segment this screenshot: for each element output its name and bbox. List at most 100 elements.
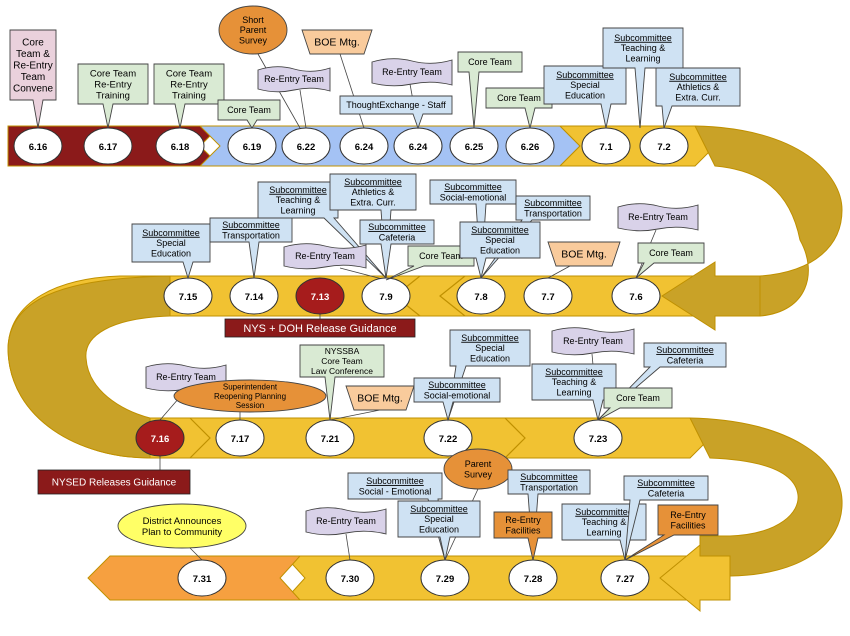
core-reentry-team-convene-callout-text: Core	[22, 38, 44, 49]
subcommittee-athletics-72-callout-text: Athletics &	[677, 82, 720, 92]
boe-mtg-2-text: BOE Mtg.	[561, 249, 607, 261]
subcommittee-athletics-72-callout	[655, 67, 741, 129]
subcommittee-cafeteria-727-callout-text: Subcommittee	[637, 478, 695, 488]
core-reentry-training-callout-2-text: Re-Entry	[170, 79, 208, 90]
subcommittee-social-729-callout-text: Subcommittee	[366, 476, 424, 486]
band-row2-head	[661, 261, 761, 331]
date-node	[295, 277, 345, 315]
nyssba-callout-text: Law Conference	[311, 366, 373, 376]
subcommittee-sped-729-callout	[397, 500, 481, 561]
date-node-label: 7.31	[193, 574, 212, 585]
reentry-723-flag-text: Re-Entry Team	[563, 336, 623, 346]
nys-doh-guidance-label-text: NYS + DOH Release Guidance	[243, 323, 396, 335]
subcommittee-sped-71-callout	[543, 65, 627, 129]
core-team-723-callout-text: Core Team	[616, 393, 660, 403]
reentry-624-flag-text: Re-Entry Team	[382, 67, 442, 77]
superintendent-session-oval	[173, 379, 327, 413]
leader-boe-2	[547, 265, 571, 279]
date-node-label: 7.8	[474, 292, 487, 303]
subcommittee-trans-714-callout	[209, 217, 293, 279]
subcommittee-teaching-723-callout	[531, 363, 617, 421]
date-node-label: 7.27	[616, 574, 635, 585]
subcommittee-teaching-723-callout-text: Teaching &	[552, 377, 597, 387]
date-node-label: 7.21	[321, 434, 340, 445]
subcommittee-sped-722-callout-text: Subcommittee	[461, 333, 519, 343]
subcommittee-teaching-727-callout-text: Teaching &	[582, 517, 627, 527]
core-team-79-callout-text: Core Team	[419, 251, 463, 261]
core-team-625a-callout-text: Core Team	[468, 57, 512, 67]
date-node-label: 6.19	[243, 142, 262, 153]
reentry-730-flag	[305, 507, 387, 536]
core-team-619-callout-text: Core Team	[227, 105, 271, 115]
core-reentry-training-callout-1-text: Training	[96, 90, 130, 101]
subcommittee-sped-729-callout-text: Special	[424, 514, 454, 524]
date-node-label: 7.17	[231, 434, 250, 445]
leader-boe-1	[339, 53, 365, 129]
date-node	[135, 419, 185, 457]
subcommittee-sped-78-callout	[459, 221, 541, 279]
leader-boe-3	[329, 409, 381, 421]
date-node	[281, 127, 331, 165]
subcommittee-sped-715-callout-text: Subcommittee	[142, 228, 200, 238]
superintendent-session-oval-text: Session	[236, 401, 264, 410]
subcommittee-teaching-723-callout-text: Learning	[556, 388, 591, 398]
core-reentry-training-callout-2	[153, 63, 225, 129]
subcommittee-athletics-79-callout-text: Extra. Curr.	[350, 198, 396, 208]
thoughtexchange-callout	[339, 95, 453, 130]
subcommittee-trans-78-callout-text: Transportation	[524, 208, 582, 218]
superintendent-session-oval-text: Superintendent	[223, 383, 278, 392]
band-row4-head	[659, 543, 731, 613]
subcommittee-athletics-79-callout-text: Athletics &	[352, 187, 395, 197]
reentry-76-flag	[617, 203, 699, 232]
subcommittee-social-722-callout-text: Social-emotional	[424, 390, 491, 400]
subcommittee-cafeteria-723-callout-text: Cafeteria	[667, 355, 704, 365]
reentry-79-flag-text: Re-Entry Team	[295, 251, 355, 261]
subcommittee-teaching-72-callout-text: Teaching &	[621, 43, 666, 53]
subcommittee-teaching-723-callout-text: Subcommittee	[545, 367, 603, 377]
subcommittee-sped-722-callout-text: Special	[475, 343, 505, 353]
subcommittee-trans-714-callout-text: Transportation	[222, 230, 280, 240]
boe-mtg-1	[301, 29, 373, 55]
date-node-label: 7.22	[439, 434, 458, 445]
core-reentry-training-callout-1-text: Re-Entry	[94, 79, 132, 90]
reentry-622-flag	[257, 66, 331, 93]
date-node-label: 7.13	[311, 292, 330, 303]
subcommittee-cafeteria-727-callout	[623, 475, 709, 561]
subcommittee-teaching-79-callout-text: Subcommittee	[269, 185, 327, 195]
core-team-619-callout	[217, 99, 281, 129]
core-reentry-training-callout-2-text: Training	[172, 90, 206, 101]
date-node	[325, 559, 375, 597]
reentry-facilities-728-callout-text: Facilities	[505, 525, 541, 535]
leader-reentry-730	[345, 533, 351, 561]
superintendent-session-oval-text: Reopening Planning	[214, 392, 286, 401]
date-node-label: 7.28	[524, 574, 543, 585]
subcommittee-trans-714-callout-text: Subcommittee	[222, 220, 280, 230]
boe-mtg-3	[345, 385, 415, 411]
reentry-facilities-727-callout-text: Re-Entry	[670, 510, 706, 520]
date-node-label: 7.15	[179, 292, 198, 303]
subcommittee-sped-78-callout-text: Special	[485, 235, 515, 245]
date-node	[339, 127, 389, 165]
nysed-guidance-label-text: NYSED Releases Guidance	[52, 478, 177, 489]
subcommittee-social-729-callout-text: Social - Emotional	[359, 486, 432, 496]
nys-doh-guidance-label	[224, 318, 416, 338]
nyssba-callout-text: NYSSBA	[325, 346, 360, 356]
date-node-label: 6.24	[409, 142, 428, 153]
subcommittee-sped-722-callout-text: Education	[470, 354, 510, 364]
date-node-label: 7.1	[599, 142, 613, 153]
date-node-label: 7.14	[245, 292, 264, 303]
chevron-row2-b	[439, 275, 466, 317]
subcommittee-athletics-72-callout-text: Subcommittee	[669, 72, 727, 82]
reentry-622-flag-text: Re-Entry Team	[264, 74, 324, 84]
short-parent-survey-oval-text: Survey	[239, 36, 268, 46]
nyssba-callout-text: Core Team	[321, 356, 362, 366]
short-parent-survey-oval-text: Short	[242, 15, 264, 25]
reentry-624-flag	[371, 58, 453, 87]
reentry-716-flag-text: Re-Entry Team	[156, 372, 216, 382]
reentry-facilities-727-callout-text: Facilities	[670, 520, 706, 530]
reentry-79-flag	[283, 243, 367, 270]
subcommittee-athletics-79-callout-text: Subcommittee	[344, 177, 402, 187]
core-reentry-training-callout-1	[77, 63, 149, 129]
district-announces-oval-text: District Announces	[143, 516, 222, 527]
